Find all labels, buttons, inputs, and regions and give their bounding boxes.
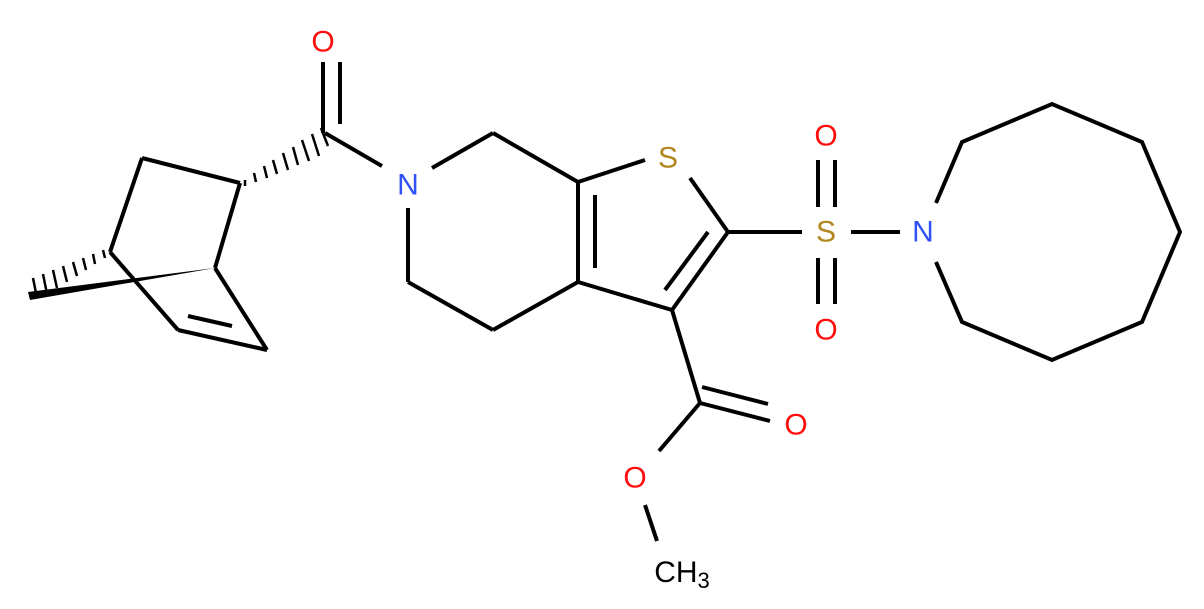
atom-O4: O bbox=[784, 409, 807, 442]
atom-S2: S bbox=[816, 216, 836, 249]
atom-S1: S bbox=[658, 142, 678, 175]
atom-N1: N bbox=[397, 169, 419, 202]
hashed-wedge-carbonyl bbox=[243, 127, 330, 186]
atom-O5: O bbox=[623, 462, 646, 495]
atom-N2: N bbox=[912, 216, 934, 249]
solid-wedge-bridge bbox=[28, 268, 215, 300]
bicycloheptene bbox=[108, 156, 269, 352]
atom-O1: O bbox=[311, 26, 334, 59]
atom-O2: O bbox=[814, 120, 837, 153]
atom-O3: O bbox=[814, 314, 837, 347]
atom-CH3: CH3 bbox=[654, 556, 710, 593]
